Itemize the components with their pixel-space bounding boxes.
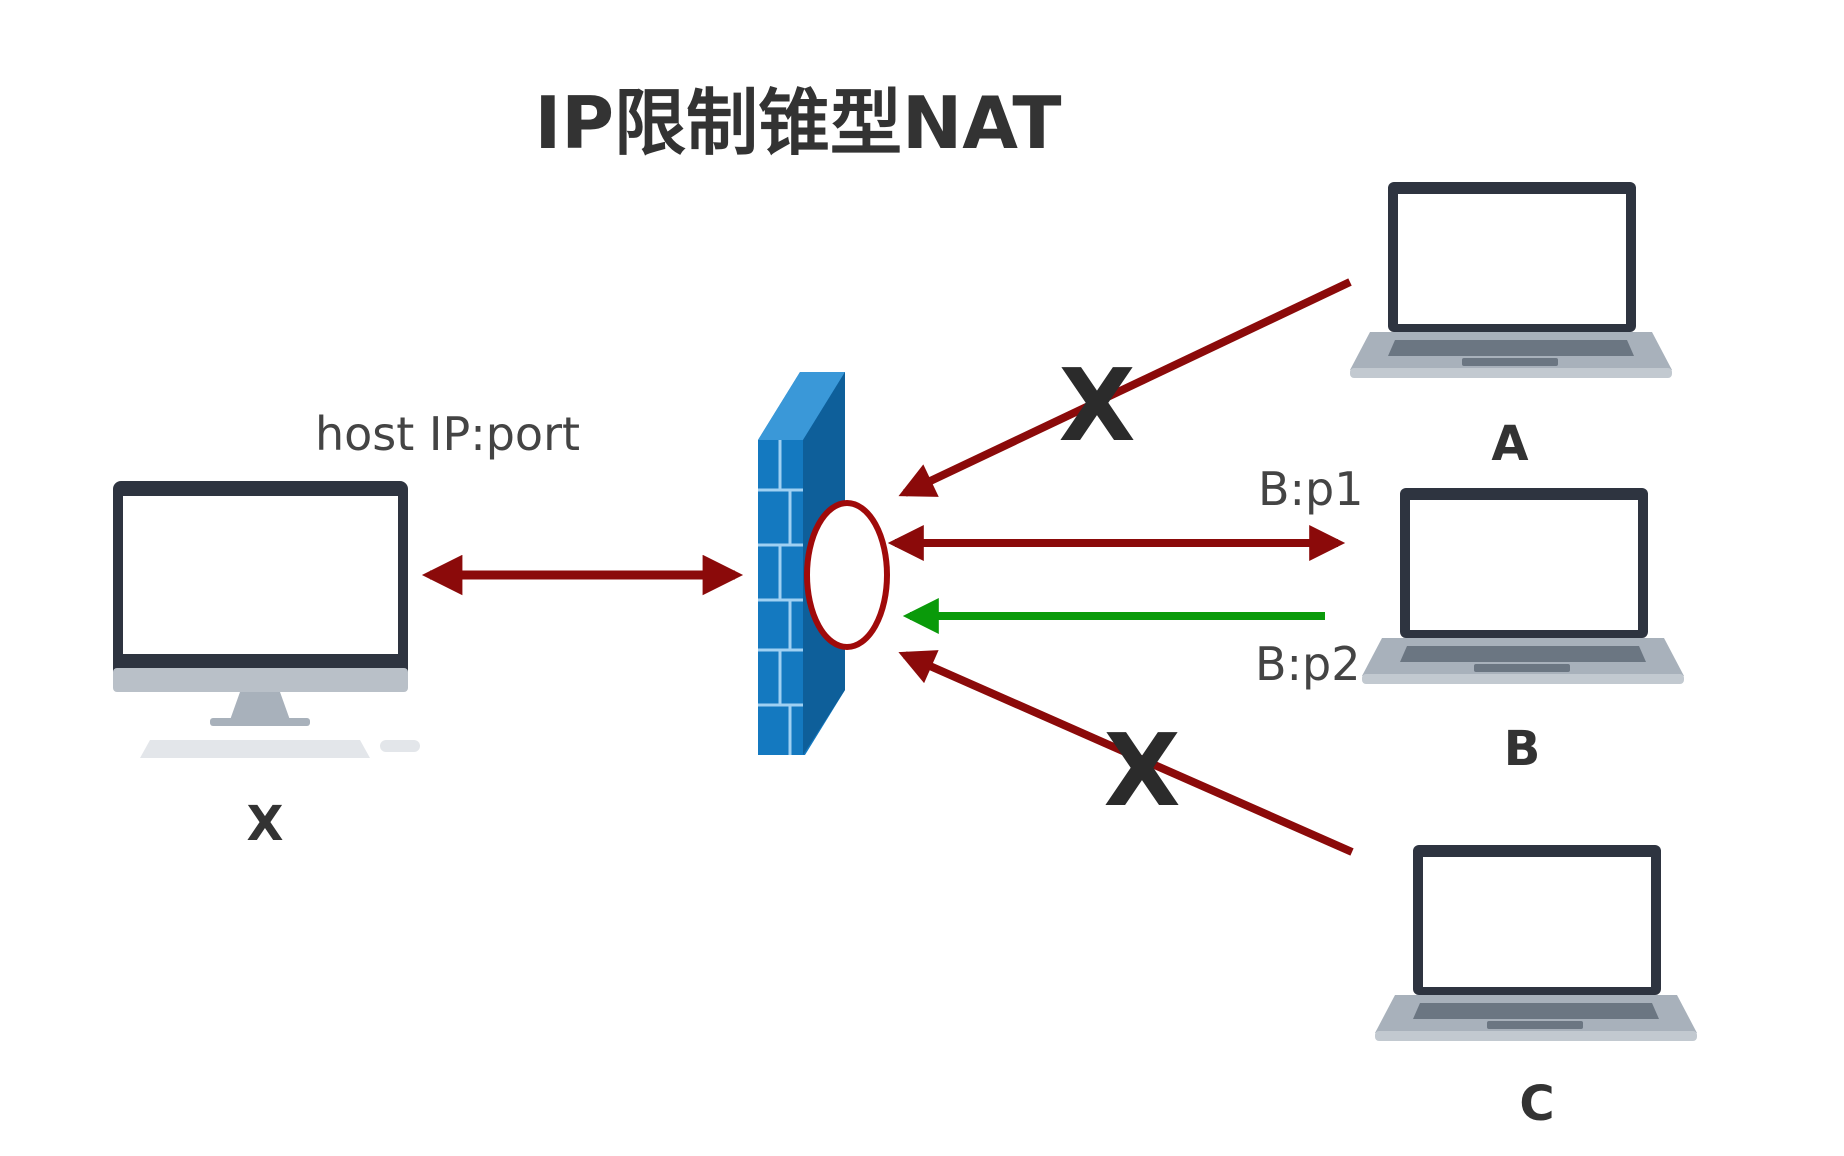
diagram-title: IP限制锥型NAT (534, 81, 1061, 165)
nat-port-mapping (804, 500, 890, 650)
laptop-a-icon (1350, 182, 1672, 378)
node-label-c: C (1519, 1076, 1554, 1132)
host-ip-port-label: host IP:port (315, 407, 580, 461)
port-label-p2: B:p2 (1255, 637, 1361, 691)
blocked-mark-c: X (1103, 712, 1180, 829)
desktop-computer-icon (113, 481, 420, 758)
laptop-b-icon (1362, 488, 1684, 684)
link-c-blocked (898, 650, 1354, 856)
port-label-p1: B:p1 (1258, 462, 1364, 516)
blocked-mark-a: X (1058, 347, 1135, 464)
node-label-a: A (1491, 416, 1528, 472)
node-label-b: B (1504, 721, 1541, 777)
node-label-x: X (246, 796, 283, 852)
laptop-c-icon (1375, 845, 1697, 1041)
link-a-blocked (898, 278, 1352, 497)
